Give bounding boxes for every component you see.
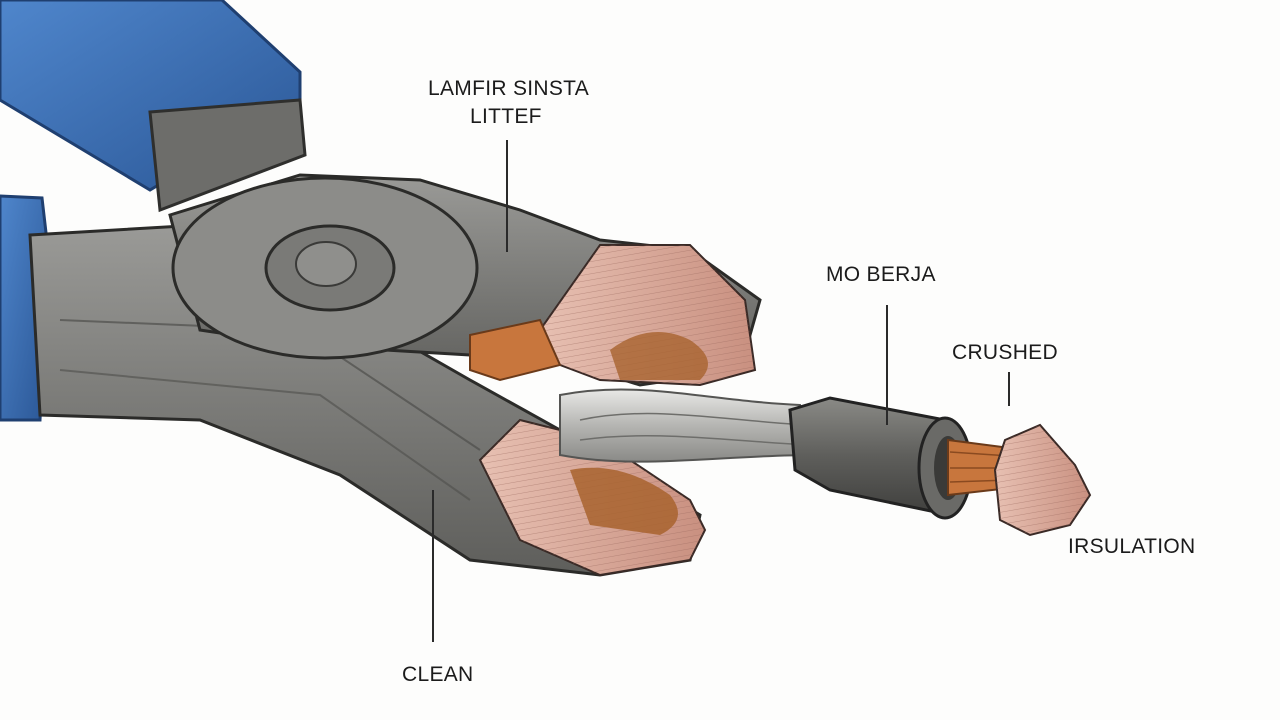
leader-line-clean: [432, 490, 434, 642]
twisted-wire: [559, 388, 817, 463]
upper-cutting-edge: [469, 244, 757, 387]
label-sleeve: MO BERJA: [826, 263, 936, 286]
label-clean: CLEAN: [402, 663, 474, 686]
crushed-tip: [993, 423, 1092, 537]
leader-line-top: [506, 140, 508, 252]
leader-line-crushed: [1008, 372, 1010, 406]
label-top-line2: LITTEF: [470, 105, 542, 128]
label-insulation: IRSULATION: [1068, 535, 1196, 558]
lower-cutting-edge: [478, 418, 707, 577]
leader-line-sleeve: [886, 305, 888, 425]
insulation-sleeve: [788, 396, 973, 520]
label-top-line1: LAMFIR SINSTA: [428, 77, 590, 100]
pivot-bolt: [171, 176, 479, 360]
label-crushed: CRUSHED: [952, 341, 1058, 364]
upper-handle: [0, 0, 307, 213]
